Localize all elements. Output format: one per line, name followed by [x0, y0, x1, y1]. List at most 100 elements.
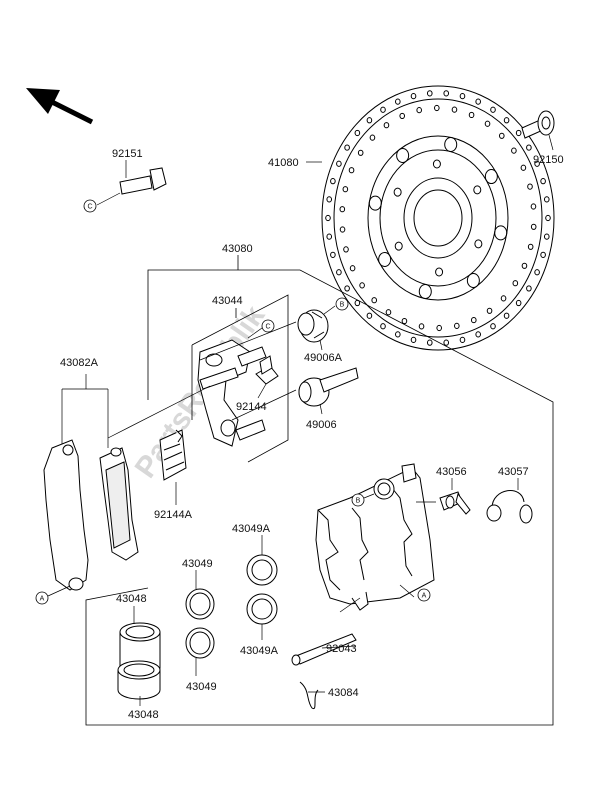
disc-vent-hole [354, 299, 361, 307]
ref-circle-c2: C [261, 319, 275, 333]
disc-vent-hole [454, 322, 460, 329]
disc-vent-hole [526, 144, 532, 151]
boot-49006 [298, 367, 359, 407]
disc-vent-hole [490, 323, 496, 330]
disc-spokes [368, 136, 508, 300]
ref-circle-b1: B [335, 297, 349, 311]
disc-vent-hole [326, 196, 333, 203]
disc-vent-hole [540, 178, 546, 185]
ref-circle-a2: A [417, 588, 431, 602]
part-label-92151: 92151 [112, 148, 143, 160]
part-label-43049A-bottom: 43049A [240, 645, 279, 657]
dust-seal-43049-top [185, 588, 215, 620]
disc-vent-hole [410, 93, 417, 100]
brake-pad-left [43, 439, 89, 591]
bracket-group-outline [191, 294, 289, 463]
disc-bolt-hole [435, 267, 444, 277]
piston-seal-43049A-top [246, 554, 278, 586]
caliper-seal-ring [373, 478, 395, 500]
part-label-43084: 43084 [328, 687, 359, 699]
disc-vent-hole [459, 336, 466, 343]
watermark: PartsRepublik [129, 300, 272, 484]
disc-vent-hole [451, 106, 458, 113]
disc-bolt-hole [474, 239, 483, 249]
disc-vent-hole [369, 134, 376, 141]
pad-pin-92043 [291, 633, 357, 666]
part-label-43044: 43044 [212, 295, 243, 307]
disc-spoke-hole [368, 195, 382, 211]
disc-vent-hole [540, 251, 546, 258]
brake-disc [321, 85, 555, 351]
part-label-92144A: 92144A [154, 509, 193, 521]
disc-vent-hole [357, 149, 364, 156]
disc-vent-hole [503, 117, 510, 124]
disc-vent-hole [371, 297, 378, 304]
disc-vent-hole [459, 93, 466, 100]
disc-vent-hole [526, 285, 532, 292]
disc-vent-hole [470, 316, 477, 324]
disc-vent-hole [434, 104, 440, 112]
disc-spoke-hole [444, 136, 458, 152]
disc-vent-hole [503, 312, 510, 319]
disc-vent-hole [486, 307, 493, 314]
disc-vent-hole [511, 147, 517, 154]
disc-vent-hole [418, 323, 425, 330]
disc-vent-hole [385, 309, 392, 316]
disc-vent-hole [475, 331, 481, 338]
disc-vent-hole [426, 90, 433, 97]
disc-vent-hole [490, 106, 496, 113]
disc-spoke-hole [418, 284, 432, 300]
disc-vent-hole [527, 183, 533, 190]
disc-spoke-hole [484, 169, 498, 185]
disc-vent-hole [530, 203, 537, 210]
ref-label-c1: C [87, 204, 92, 211]
disc-vent-hole [336, 160, 342, 167]
bleed-cap-43057 [486, 490, 533, 524]
bolt-92151 [119, 167, 167, 195]
disc-vent-holes [325, 90, 551, 346]
disc-spoke-hole [378, 251, 392, 267]
caliper-assembly-outline [85, 255, 554, 726]
disc-vent-hole [468, 111, 475, 119]
disc-vent-hole [401, 317, 408, 325]
disc-vent-hole [348, 167, 355, 174]
ref-circle-a1: A [35, 591, 49, 605]
part-label-43080: 43080 [222, 243, 253, 255]
disc-vent-hole [383, 122, 390, 129]
pad-spring-92144A [159, 429, 187, 481]
disc-vent-hole [545, 214, 551, 222]
disc-vent-hole [359, 282, 365, 289]
disc-vent-hole [344, 144, 350, 151]
piston-seal-43049A-bottom [246, 593, 278, 625]
pad-spring-92144 [255, 355, 279, 385]
disc-vent-hole [515, 129, 522, 137]
part-label-49006: 49006 [306, 419, 337, 431]
disc-bolt-hole [393, 187, 402, 197]
front-direction-arrow-icon [26, 88, 94, 125]
part-label-92144: 92144 [236, 401, 267, 413]
caliper-body [315, 463, 435, 611]
part-label-43049A-top: 43049A [232, 523, 271, 535]
disc-vent-hole [395, 331, 401, 338]
disc-vent-hole [410, 336, 417, 343]
disc-vent-hole [530, 223, 537, 230]
piston-43048-bottom [117, 660, 161, 700]
disc-vent-hole [330, 251, 336, 258]
disc-vent-hole [443, 90, 450, 97]
disc-bolt-holes [393, 159, 483, 277]
ref-circle-c1: C [83, 199, 97, 213]
disc-vent-hole [399, 112, 406, 120]
disc-vent-hole [325, 214, 331, 222]
disc-vent-hole [349, 265, 356, 272]
part-label-43048-bottom: 43048 [128, 709, 159, 721]
disc-vent-hole [395, 98, 401, 105]
disc-vent-hole [354, 129, 361, 137]
boot-49006A [297, 309, 329, 343]
disc-vent-hole [380, 323, 386, 330]
disc-vent-hole [475, 98, 481, 105]
disc-vent-hole [534, 269, 540, 276]
brake-pad-right [99, 447, 139, 561]
disc-vent-hole [500, 295, 507, 302]
part-label-43048-top: 43048 [116, 593, 147, 605]
